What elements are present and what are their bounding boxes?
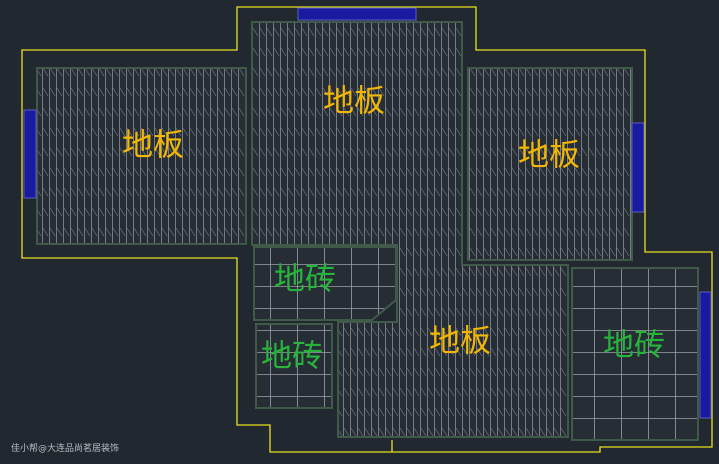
outer-boundary	[21, 6, 713, 453]
window-left	[23, 109, 37, 199]
window-right	[631, 122, 645, 213]
window-top	[297, 7, 417, 21]
tile-room-right-floor	[571, 267, 699, 441]
watermark: 佳小帮@大连品尚茗居装饰	[11, 444, 120, 454]
window-right-lower	[699, 291, 712, 419]
room-label-tile-right: 地砖	[603, 327, 665, 364]
left-room-floor	[36, 67, 247, 245]
room-label-left: 地板	[122, 127, 184, 164]
room-label-tile-upper: 地砖	[274, 261, 336, 298]
room-label-tile-lower: 地砖	[261, 338, 323, 375]
tile-room-lower-floor	[255, 323, 333, 409]
room-label-center-bottom: 地板	[429, 323, 491, 360]
room-label-top-center: 地板	[323, 83, 385, 120]
center-room-floor	[251, 21, 569, 438]
room-label-right: 地板	[518, 137, 580, 174]
right-room-floor	[467, 67, 633, 261]
tile-room-upper-floor	[253, 246, 397, 321]
